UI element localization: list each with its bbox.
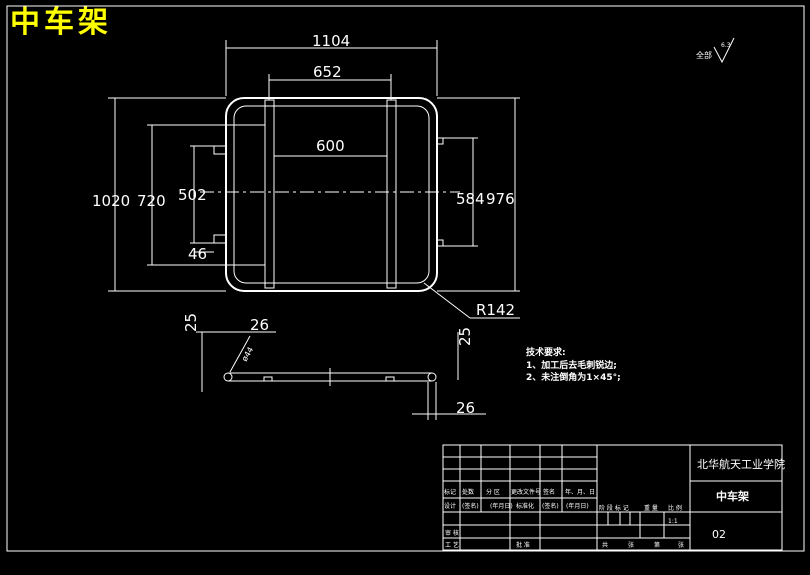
svg-text:720: 720 xyxy=(137,192,166,210)
svg-text:600: 600 xyxy=(316,137,345,155)
svg-text:更改文件号: 更改文件号 xyxy=(511,488,541,496)
svg-text:(年月日): (年月日) xyxy=(566,502,589,510)
svg-text:工 艺: 工 艺 xyxy=(445,541,459,549)
svg-text:6.3: 6.3 xyxy=(721,42,731,49)
svg-text:处数: 处数 xyxy=(462,488,474,496)
svg-text:技术要求:: 技术要求: xyxy=(526,346,566,358)
dim-side-height-right: 25 xyxy=(456,327,474,380)
school-name: 北华航天工业学院 xyxy=(697,457,785,471)
svg-text:阶 段 标 记: 阶 段 标 记 xyxy=(599,504,629,512)
svg-text:1020: 1020 xyxy=(92,192,130,210)
svg-text:设计: 设计 xyxy=(444,502,456,510)
svg-text:1104: 1104 xyxy=(312,32,350,50)
roughness-symbol: 6.3 xyxy=(713,37,735,64)
svg-text:1:1: 1:1 xyxy=(668,518,678,525)
svg-text:26: 26 xyxy=(250,316,269,334)
svg-text:2、未注倒角为1×45°;: 2、未注倒角为1×45°; xyxy=(526,371,621,383)
svg-text:标记: 标记 xyxy=(444,488,456,496)
dim-overall-width: 1104 xyxy=(225,32,438,96)
svg-text:26: 26 xyxy=(456,399,475,417)
svg-text:46: 46 xyxy=(188,245,207,263)
dim-side-height-left: 25 xyxy=(182,313,228,392)
drawing-number: 02 xyxy=(712,528,726,541)
dim-right-outer: 976 xyxy=(437,97,520,292)
dim-bracket-offset: 46 xyxy=(188,245,214,263)
title-block: 标记 处数 分 区 更改文件号 签名 年、月、日 设计 (签名) (年月日) 标… xyxy=(442,444,785,551)
svg-text:ø44: ø44 xyxy=(240,345,255,363)
svg-text:标准化: 标准化 xyxy=(516,502,534,510)
svg-text:共: 共 xyxy=(602,541,608,549)
svg-text:年、月、日: 年、月、日 xyxy=(565,488,595,496)
dim-bracket-span: 502 xyxy=(178,145,214,244)
svg-text:比 例: 比 例 xyxy=(668,504,682,512)
drawing-title: 中车架 xyxy=(10,5,112,40)
svg-text:R142: R142 xyxy=(476,301,515,319)
svg-text:签名: 签名 xyxy=(543,488,555,496)
svg-text:1、加工后去毛刺锐边;: 1、加工后去毛刺锐边; xyxy=(526,359,617,371)
svg-text:(年月日): (年月日) xyxy=(490,502,513,510)
dim-overall-height: 1020 xyxy=(92,97,226,292)
svg-text:25: 25 xyxy=(456,327,474,346)
svg-text:审 核: 审 核 xyxy=(445,529,459,537)
dim-side-width-left: 26 xyxy=(218,316,276,334)
dim-crossbar-gap: 600 xyxy=(274,137,387,157)
dim-right-inner: 584 xyxy=(443,137,485,247)
svg-text:502: 502 xyxy=(178,186,207,204)
top-view-frame xyxy=(200,97,460,292)
technical-notes: 技术要求: 1、加工后去毛刺锐边; 2、未注倒角为1×45°; xyxy=(526,346,621,383)
dim-corner-radius: R142 xyxy=(423,282,520,319)
svg-text:第: 第 xyxy=(654,541,660,549)
svg-text:652: 652 xyxy=(313,63,342,81)
svg-text:分 区: 分 区 xyxy=(486,488,500,496)
svg-text:25: 25 xyxy=(182,313,200,332)
dim-inner-width: 652 xyxy=(268,63,392,100)
side-view-frame xyxy=(223,368,437,386)
dim-tube-diameter: ø44 xyxy=(229,335,255,373)
part-name: 中车架 xyxy=(716,489,749,503)
svg-text:(签名): (签名) xyxy=(542,502,559,510)
dim-side-width-right: 26 xyxy=(412,382,486,420)
svg-text:张: 张 xyxy=(628,541,634,549)
svg-text:张: 张 xyxy=(678,541,684,549)
dim-inner-height: 720 xyxy=(137,124,265,266)
svg-text:批 准: 批 准 xyxy=(516,541,530,549)
svg-text:重 量: 重 量 xyxy=(644,504,658,512)
svg-text:(签名): (签名) xyxy=(462,502,479,510)
roughness-label: 全部 xyxy=(696,50,712,60)
drawing-border xyxy=(6,5,805,552)
svg-text:976: 976 xyxy=(486,190,515,208)
svg-text:584: 584 xyxy=(456,190,485,208)
